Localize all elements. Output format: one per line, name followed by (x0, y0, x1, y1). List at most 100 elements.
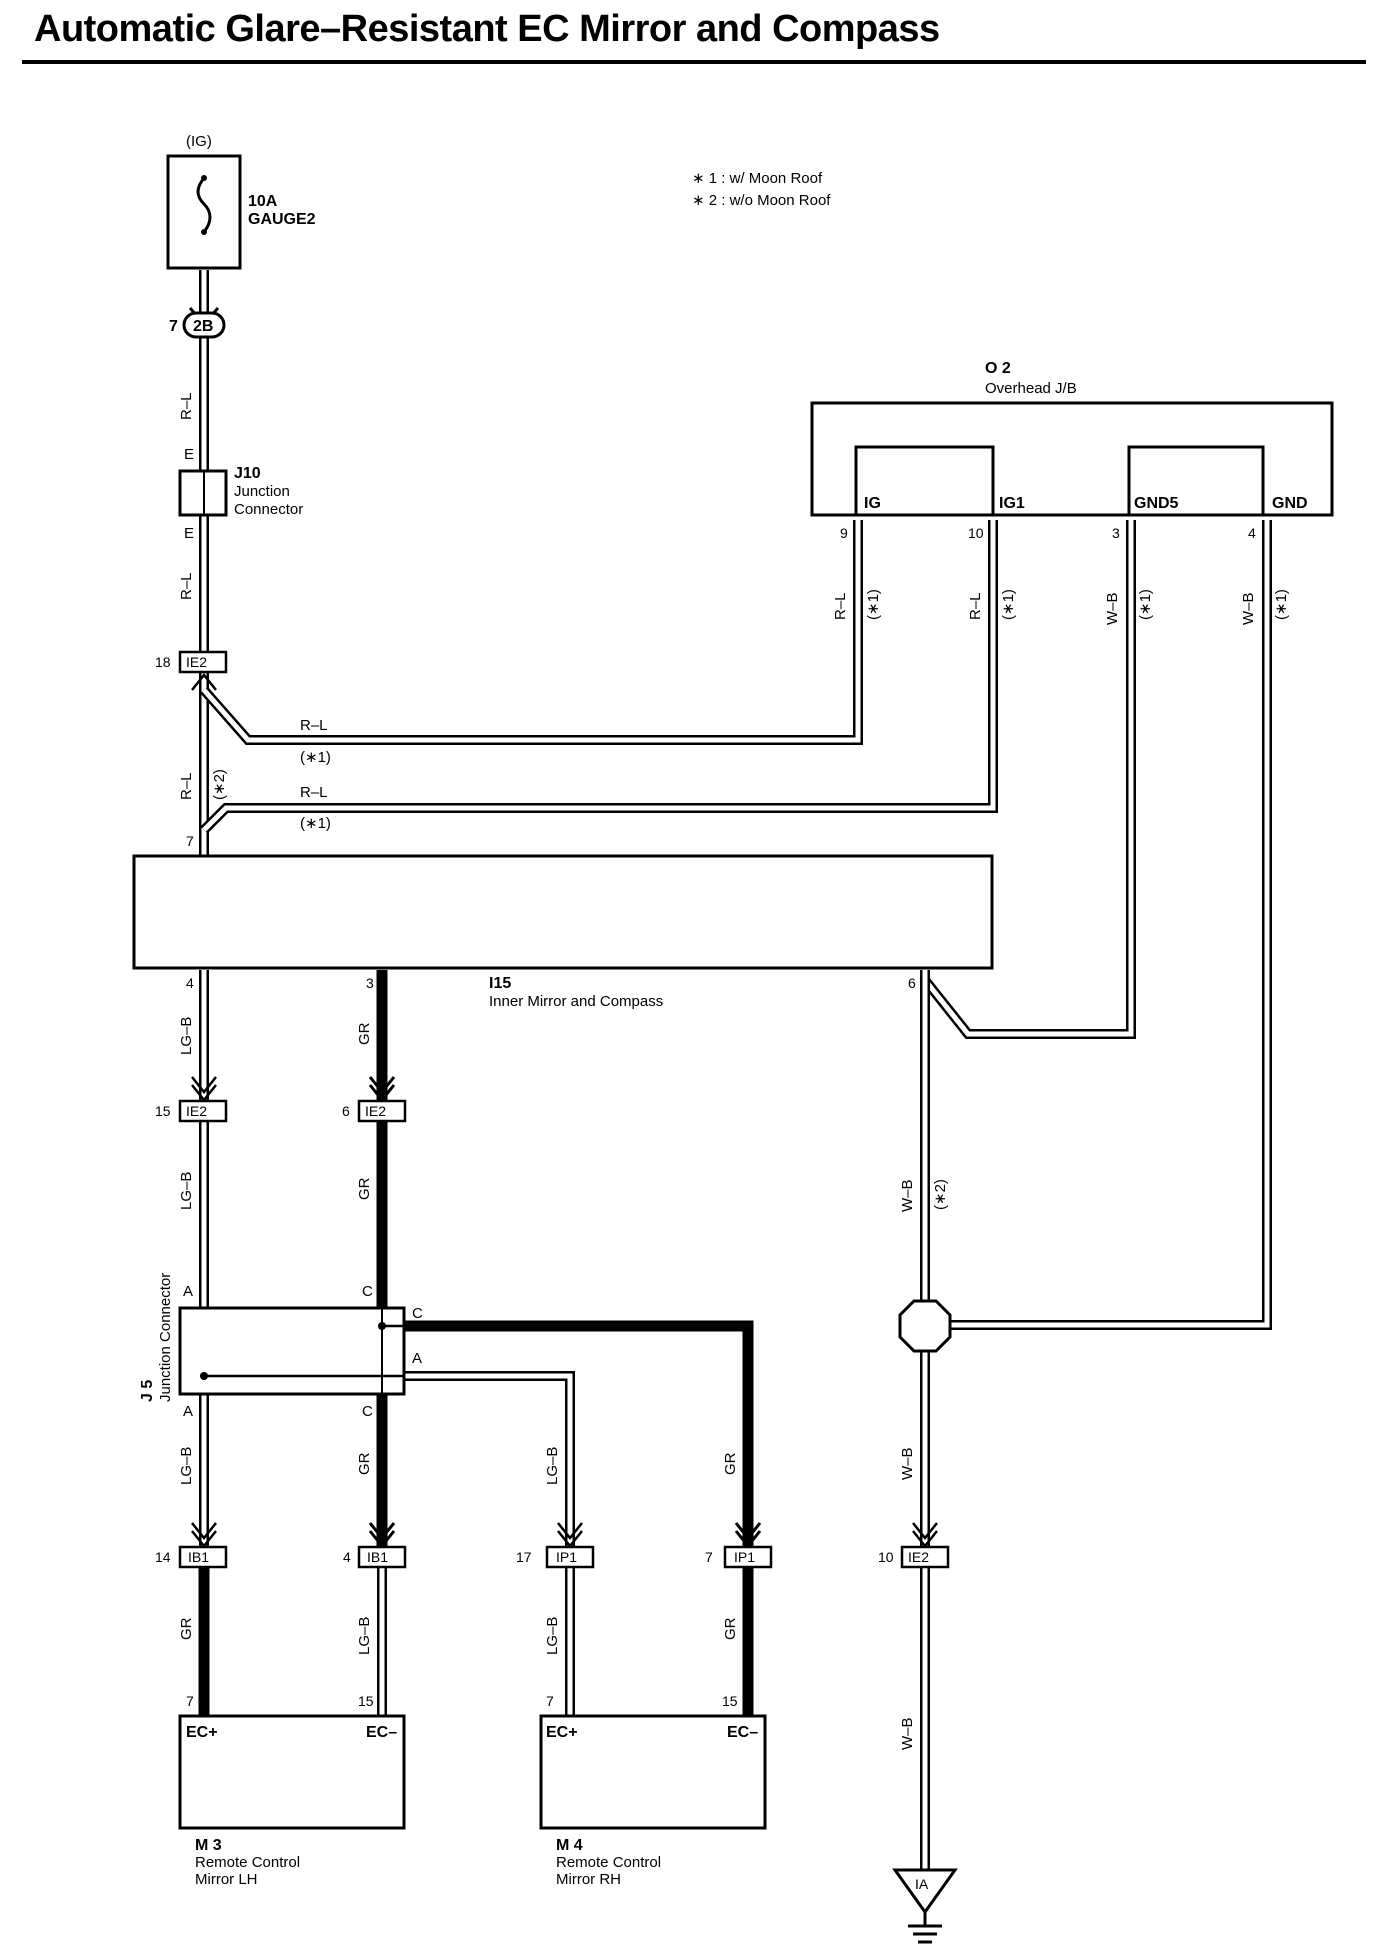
note-1: ∗ 1 : w/ Moon Roof (692, 170, 823, 187)
o2-name: Overhead J/B (985, 380, 1077, 397)
svg-text:IP1: IP1 (556, 1549, 577, 1565)
svg-text:EC–: EC– (727, 1724, 758, 1741)
svg-text:IE2: IE2 (365, 1103, 386, 1119)
svg-text:W–B: W–B (899, 1447, 916, 1480)
svg-text:A: A (183, 1283, 193, 1300)
ground-ia: IA (892, 1868, 958, 1944)
svg-text:C: C (362, 1403, 373, 1420)
inline-connector-4-ib1: IB1 4 (343, 1522, 407, 1569)
svg-text:17: 17 (516, 1549, 532, 1565)
inline-connector-18-ie2: IE2 18 (155, 650, 228, 691)
svg-text:GR: GR (722, 1452, 739, 1475)
svg-text:LG–B: LG–B (544, 1617, 561, 1655)
wire-gr-rh (404, 1320, 754, 1555)
svg-text:W–B: W–B (1240, 592, 1257, 625)
inner-mirror-compass-i15: 7 4 3 6 I15 Inner Mirror and Compass (132, 833, 994, 1010)
svg-text:A: A (412, 1350, 422, 1367)
m4-id: M 4 (556, 1837, 583, 1854)
inline-connectors: IE2 18 IE2 15 IE2 6 IB1 14 (155, 650, 950, 1569)
svg-text:9: 9 (840, 525, 848, 541)
inline-connector-7-ip1: IP1 7 (705, 1522, 773, 1569)
svg-text:10: 10 (968, 525, 984, 541)
svg-text:E: E (184, 446, 194, 463)
wire-rl-ig (200, 520, 863, 745)
svg-text:R–L: R–L (178, 772, 195, 800)
svg-text:R–L: R–L (178, 392, 195, 420)
fuse-supply: (IG) (186, 133, 212, 150)
svg-text:LG–B: LG–B (178, 1172, 195, 1210)
svg-text:7: 7 (705, 1549, 713, 1565)
junction-connector-j10: E E J10 Junction Connector (178, 446, 303, 542)
svg-text:4: 4 (343, 1549, 351, 1565)
svg-text:(∗1): (∗1) (1273, 589, 1290, 620)
svg-text:R–L: R–L (967, 592, 984, 620)
svg-text:EC+: EC+ (186, 1724, 218, 1741)
svg-text:E: E (184, 525, 194, 542)
svg-text:IP1: IP1 (734, 1549, 755, 1565)
svg-text:R–L: R–L (300, 717, 328, 734)
remote-control-mirror-rh-m4: 7 15 EC+ EC– M 4 Remote Control Mirror R… (539, 1693, 767, 1888)
j5-id: J 5 (139, 1380, 156, 1402)
svg-text:Remote Control: Remote Control (195, 1854, 300, 1871)
fuse-gauge2: (IG) 10A GAUGE2 (166, 133, 316, 327)
svg-text:IB1: IB1 (188, 1549, 209, 1565)
svg-text:IB1: IB1 (367, 1549, 388, 1565)
fuse-rating: 10A (248, 193, 278, 210)
svg-text:3: 3 (1112, 525, 1120, 541)
o2-id: O 2 (985, 360, 1011, 377)
svg-text:4: 4 (186, 975, 194, 991)
svg-text:(∗1): (∗1) (300, 749, 331, 766)
svg-text:R–L: R–L (178, 572, 195, 600)
legend-notes: ∗ 1 : w/ Moon Roof ∗ 2 : w/o Moon Roof (692, 170, 831, 209)
j5-name: Junction Connector (157, 1273, 174, 1402)
svg-text:6: 6 (908, 975, 916, 991)
svg-text:(∗2): (∗2) (932, 1179, 949, 1210)
svg-text:Connector: Connector (234, 501, 303, 518)
inline-connector-10-ie2: IE2 10 (878, 1522, 950, 1569)
inline-connector-14-ib1: IB1 14 (155, 1522, 228, 1569)
svg-text:W–B: W–B (899, 1717, 916, 1750)
m3-id: M 3 (195, 1837, 222, 1854)
svg-text:IE2: IE2 (186, 1103, 207, 1119)
page-title: Automatic Glare–Resistant EC Mirror and … (34, 8, 940, 50)
wire-labels: R–L R–L R–L (∗2) R–L (∗1) R–L (∗1) R–L (… (178, 392, 1290, 1750)
i15-id: I15 (489, 975, 511, 992)
svg-text:(∗1): (∗1) (1137, 589, 1154, 620)
svg-text:GR: GR (356, 1177, 373, 1200)
svg-text:(∗2): (∗2) (211, 769, 228, 800)
svg-text:R–L: R–L (832, 592, 849, 620)
remote-control-mirror-lh-m3: 7 15 EC+ EC– M 3 Remote Control Mirror L… (178, 1693, 406, 1888)
svg-text:Mirror LH: Mirror LH (195, 1871, 258, 1888)
svg-text:15: 15 (155, 1103, 171, 1119)
svg-text:15: 15 (722, 1693, 738, 1709)
i15-name: Inner Mirror and Compass (489, 993, 663, 1010)
svg-text:LG–B: LG–B (178, 1017, 195, 1055)
splice-point (898, 1299, 952, 1353)
svg-text:W–B: W–B (899, 1179, 916, 1212)
svg-text:Mirror RH: Mirror RH (556, 1871, 621, 1888)
svg-text:7: 7 (186, 1693, 194, 1709)
j10-id: J10 (234, 465, 261, 482)
title-rule (22, 60, 1366, 64)
svg-text:7: 7 (186, 833, 194, 849)
note-2: ∗ 2 : w/o Moon Roof (692, 192, 831, 209)
svg-text:EC+: EC+ (546, 1724, 578, 1741)
svg-text:IE2: IE2 (908, 1549, 929, 1565)
connector-2b-pin: 7 (169, 318, 178, 335)
svg-text:LG–B: LG–B (544, 1447, 561, 1485)
fuse-name: GAUGE2 (248, 211, 316, 228)
svg-text:C: C (412, 1305, 423, 1322)
svg-text:14: 14 (155, 1549, 171, 1565)
svg-text:W–B: W–B (1104, 592, 1121, 625)
inline-connector-6-ie2: IE2 6 (342, 1076, 407, 1123)
svg-text:Junction: Junction (234, 483, 290, 500)
svg-text:10: 10 (878, 1549, 894, 1565)
svg-text:(∗1): (∗1) (300, 815, 331, 832)
svg-text:IA: IA (915, 1876, 929, 1892)
overhead-jb-o2: O 2 Overhead J/B IG IG1 GND5 GND 9 10 3 … (810, 360, 1334, 541)
junction-connector-j5: A C A C C A J 5 Junction Connector (139, 1273, 423, 1420)
inline-connector-15-ie2: IE2 15 (155, 1076, 228, 1123)
svg-text:R–L: R–L (300, 784, 328, 801)
svg-text:GR: GR (356, 1022, 373, 1045)
